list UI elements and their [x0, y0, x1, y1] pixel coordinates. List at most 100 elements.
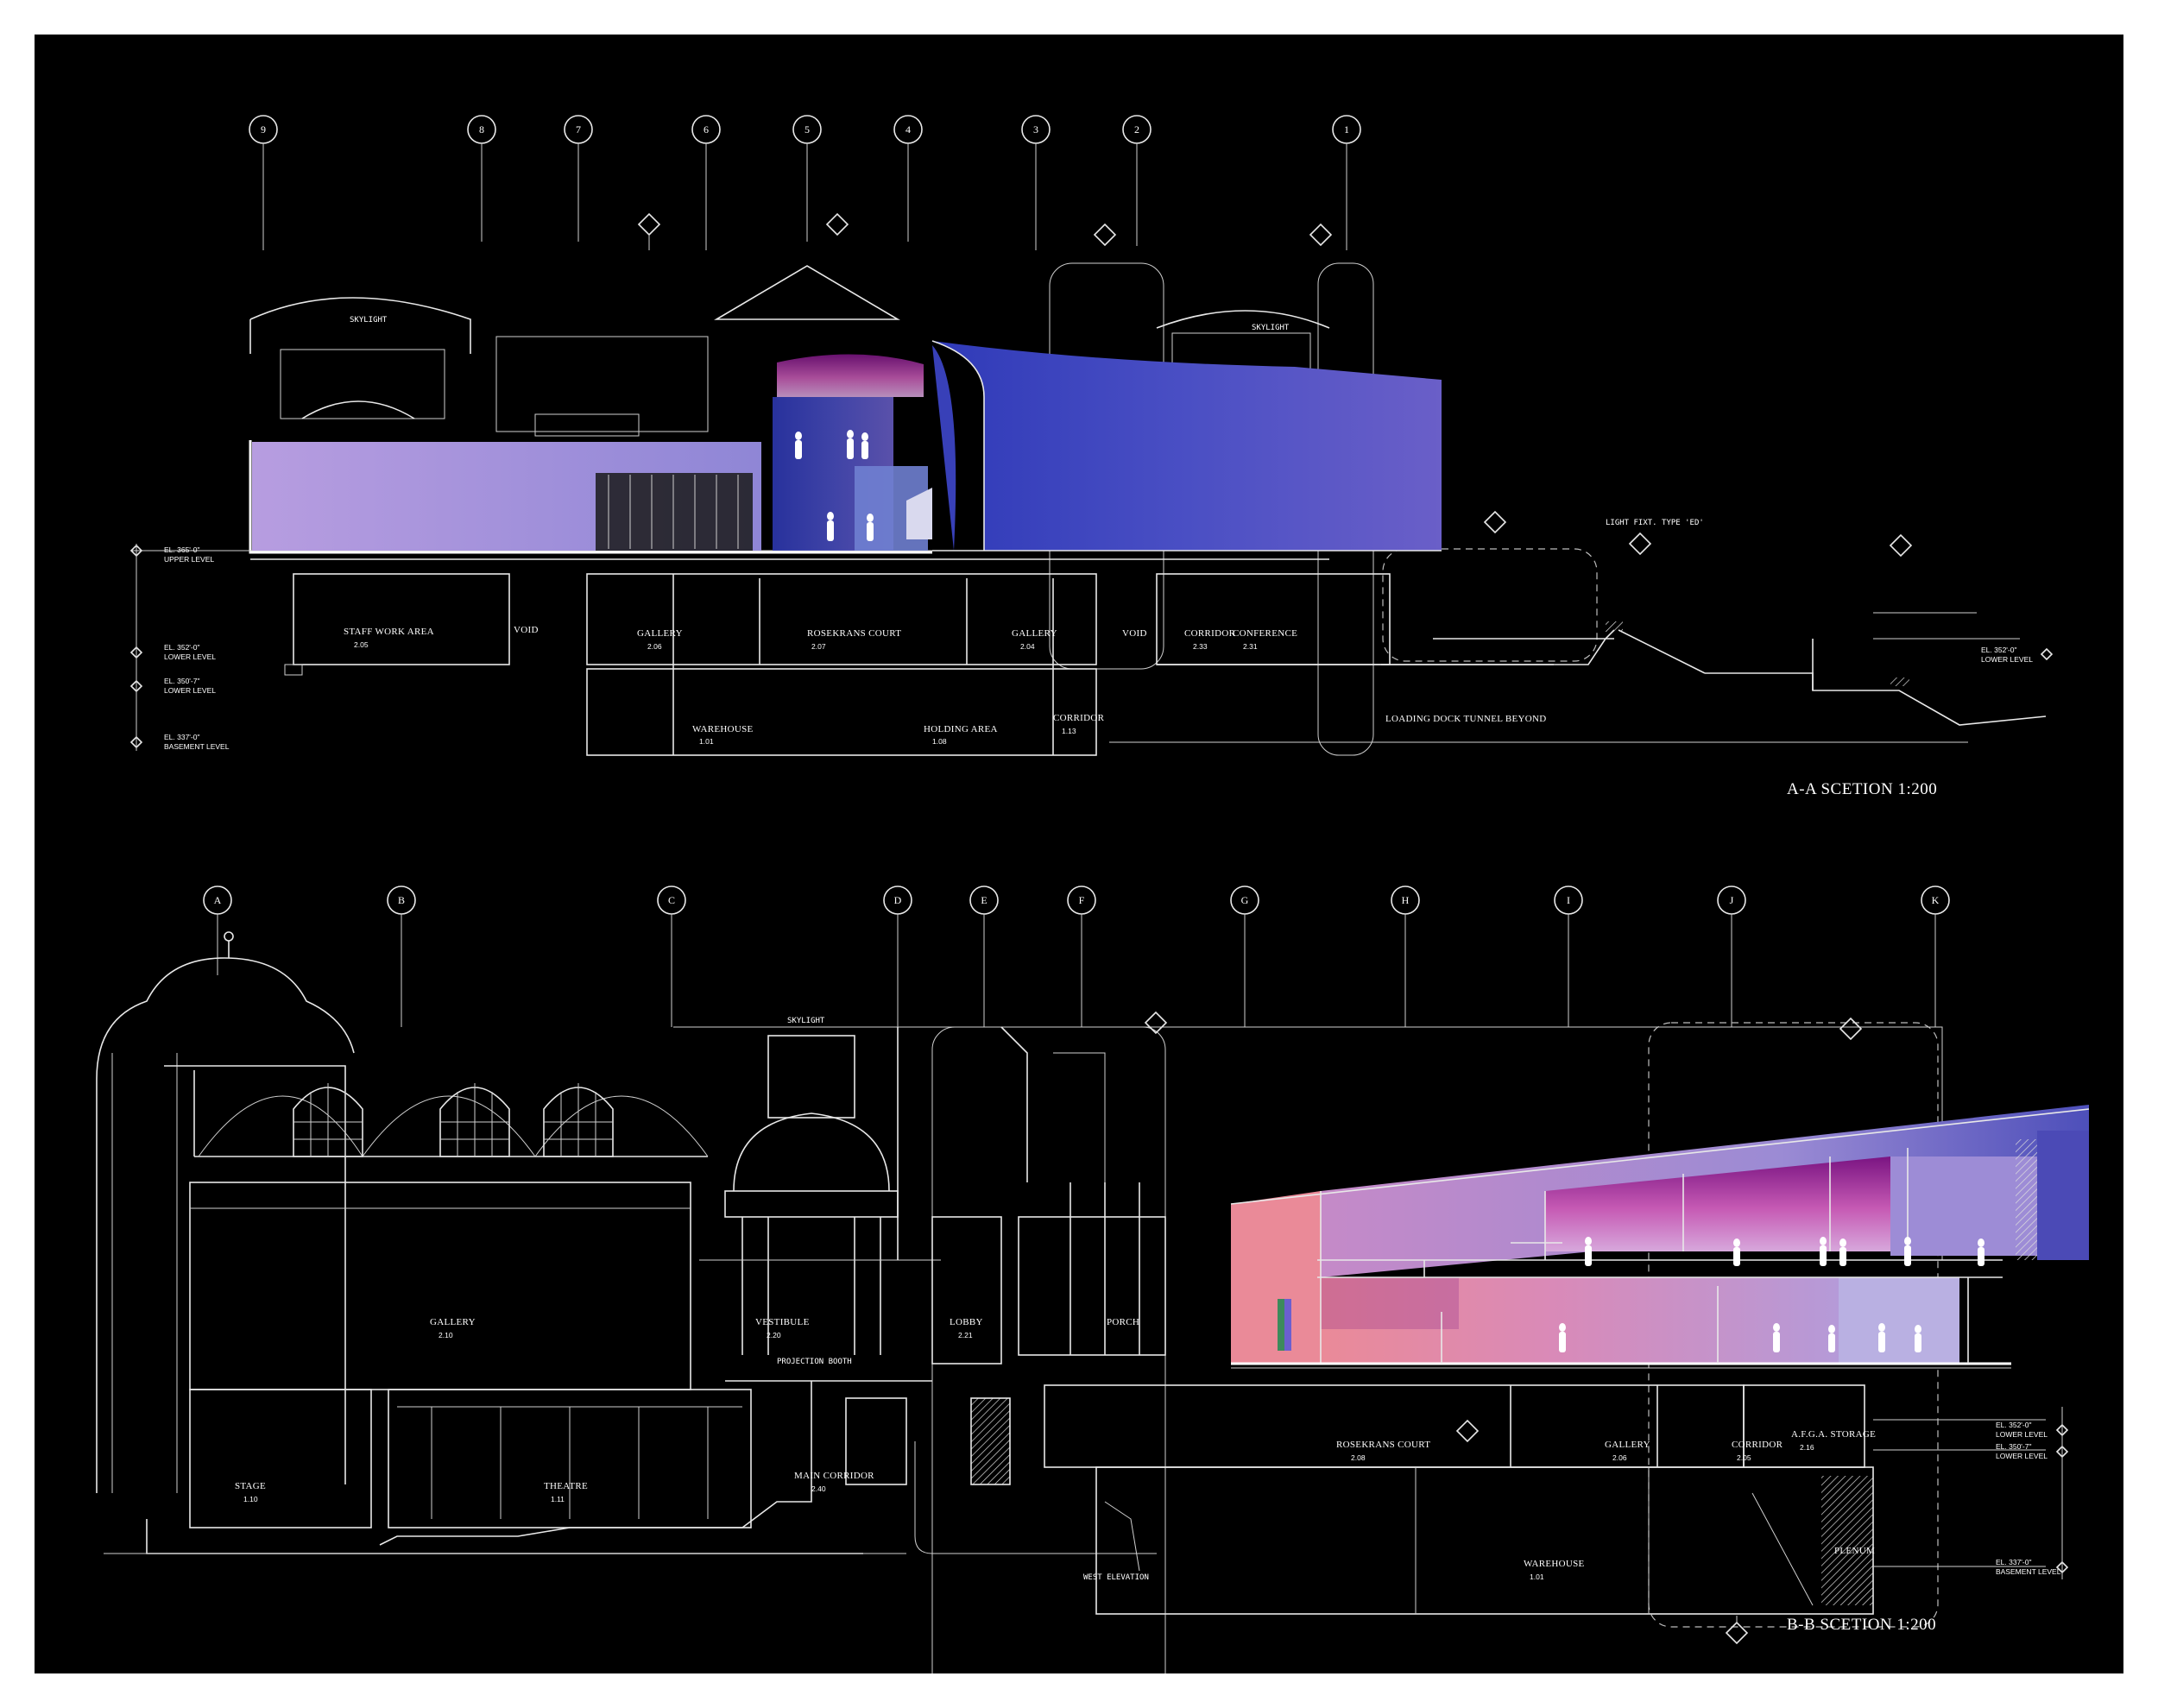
- svg-text:BASEMENT LEVEL: BASEMENT LEVEL: [1996, 1567, 2061, 1576]
- grid-marker: 9: [249, 115, 278, 250]
- svg-text:7: 7: [576, 123, 581, 136]
- upper-slab: [249, 440, 932, 554]
- svg-text:SKYLIGHT: SKYLIGHT: [787, 1017, 825, 1025]
- svg-text:2.06: 2.06: [647, 642, 662, 651]
- svg-text:6: 6: [704, 123, 709, 136]
- grid-marker: A: [203, 886, 232, 975]
- svg-text:EL. 350'-7": EL. 350'-7": [164, 677, 200, 685]
- svg-text:9: 9: [261, 123, 266, 136]
- svg-text:UPPER LEVEL: UPPER LEVEL: [164, 555, 214, 564]
- svg-text:5: 5: [805, 123, 810, 136]
- room-label: GALLERY: [1605, 1440, 1650, 1450]
- grid-marker: 5: [792, 115, 822, 242]
- grid-marker: E: [969, 886, 999, 1027]
- room-label: WAREHOUSE: [1524, 1559, 1585, 1569]
- svg-text:G: G: [1241, 894, 1249, 906]
- grid-marker: J: [1717, 886, 1746, 1027]
- section-caption: A-A SCETION 1:200: [1787, 780, 1937, 798]
- room-label: STAGE: [235, 1481, 266, 1491]
- svg-text:1.10: 1.10: [243, 1495, 258, 1503]
- svg-text:EL. 350'-7": EL. 350'-7": [1996, 1442, 2032, 1451]
- svg-text:PROJECTION BOOTH: PROJECTION BOOTH: [777, 1358, 852, 1366]
- dome-building: [96, 931, 709, 1493]
- grid-marker: 2: [1122, 115, 1152, 246]
- svg-text:EL. 337'-0": EL. 337'-0": [164, 733, 200, 741]
- drawing-sheet: 9 8 7 6 5 4 3 2 1: [35, 35, 2123, 1673]
- room-label: STAFF WORK AREA: [344, 627, 434, 637]
- svg-text:EL. 352'-0": EL. 352'-0": [1981, 646, 2017, 654]
- svg-text:WEST ELEVATION: WEST ELEVATION: [1083, 1573, 1149, 1582]
- section-tags-a: [637, 212, 1913, 558]
- svg-text:A: A: [214, 894, 222, 906]
- svg-text:8: 8: [479, 123, 484, 136]
- human-silhouettes: [795, 430, 874, 541]
- lower-structure-a: [284, 573, 2047, 756]
- svg-text:2.08: 2.08: [1351, 1453, 1366, 1462]
- svg-text:2: 2: [1134, 123, 1139, 136]
- grid-marker: F: [1067, 886, 1096, 1027]
- svg-text:1.13: 1.13: [1062, 727, 1076, 735]
- lower-structure-b: [1044, 1384, 2046, 1615]
- section-drawings: 9 8 7 6 5 4 3 2 1: [96, 115, 2090, 1673]
- room-label: GALLERY: [430, 1317, 476, 1327]
- grid-marker: D: [883, 886, 912, 1027]
- svg-text:SKYLIGHT: SKYLIGHT: [350, 316, 388, 325]
- room-label: CORRIDOR: [1732, 1440, 1783, 1450]
- grid-marker: 3: [1021, 115, 1051, 250]
- svg-text:1: 1: [1344, 123, 1349, 136]
- grid-marker: G: [1230, 886, 1259, 1027]
- room-label: PORCH: [1107, 1317, 1139, 1327]
- svg-text:2.20: 2.20: [767, 1331, 781, 1339]
- svg-text:LOWER LEVEL: LOWER LEVEL: [1981, 655, 2033, 664]
- svg-text:I: I: [1567, 894, 1570, 906]
- section-a-a: 9 8 7 6 5 4 3 2 1: [129, 115, 2054, 798]
- room-label: GALLERY: [637, 628, 683, 639]
- room-label: THEATRE: [544, 1481, 588, 1491]
- svg-text:LOWER LEVEL: LOWER LEVEL: [1996, 1430, 2048, 1439]
- room-label: VOID: [514, 625, 539, 635]
- grid-marker: 6: [691, 115, 721, 250]
- svg-text:J: J: [1730, 894, 1734, 906]
- level-markers-a: EL. 365'-0" UPPER LEVEL EL. 352'-0" LOWE…: [129, 544, 2054, 751]
- grid-marker: 4: [893, 115, 923, 242]
- svg-text:B: B: [398, 894, 405, 906]
- svg-text:LIGHT FIXT. TYPE 'ED': LIGHT FIXT. TYPE 'ED': [1606, 519, 1704, 527]
- room-label: HOLDING AREA: [924, 724, 998, 734]
- room-labels-b: GALLERY 2.10 VESTIBULE 2.20 LOBBY 2.21 P…: [235, 1317, 1876, 1581]
- svg-text:1.11: 1.11: [551, 1495, 565, 1503]
- svg-text:F: F: [1079, 894, 1085, 906]
- room-labels-a: STAFF WORK AREA 2.05 VOID GALLERY 2.06 R…: [344, 625, 1547, 746]
- room-label: LOBBY: [950, 1317, 983, 1327]
- gallery-block: [104, 1182, 906, 1554]
- human-silhouettes: [1559, 1237, 1984, 1352]
- central-pavilion: [699, 1026, 1166, 1485]
- svg-text:LOWER LEVEL: LOWER LEVEL: [164, 652, 216, 661]
- room-label: LOADING DOCK TUNNEL BEYOND: [1385, 714, 1547, 724]
- svg-text:LOWER LEVEL: LOWER LEVEL: [164, 686, 216, 695]
- new-wing-lines: [1230, 1108, 2090, 1369]
- room-label: MAIN CORRIDOR: [794, 1471, 874, 1481]
- svg-text:2.21: 2.21: [958, 1331, 973, 1339]
- roof-vault: [249, 297, 471, 354]
- svg-text:2.33: 2.33: [1193, 642, 1208, 651]
- grid-marker: 8: [467, 115, 496, 242]
- room-label: CONFERENCE: [1233, 628, 1297, 639]
- room-label: VESTIBULE: [755, 1317, 810, 1327]
- blue-volume: [932, 341, 1442, 551]
- grid-marker: 7: [564, 115, 593, 242]
- svg-text:LOWER LEVEL: LOWER LEVEL: [1996, 1452, 2048, 1460]
- grid-marker: C: [657, 886, 686, 1027]
- svg-text:SKYLIGHT: SKYLIGHT: [1252, 324, 1290, 332]
- svg-text:1.08: 1.08: [932, 737, 947, 746]
- outline-dashed: [1382, 548, 1598, 662]
- svg-text:1.01: 1.01: [1530, 1572, 1544, 1581]
- grid-marker: K: [1921, 886, 1950, 1027]
- svg-text:EL. 337'-0": EL. 337'-0": [1996, 1558, 2032, 1566]
- grid-marker: H: [1391, 886, 1420, 1027]
- room-label: VOID: [1122, 628, 1147, 639]
- svg-text:H: H: [1402, 894, 1410, 906]
- svg-text:2.05: 2.05: [354, 640, 369, 649]
- svg-text:EL. 352'-0": EL. 352'-0": [164, 643, 200, 652]
- svg-text:2.05: 2.05: [1737, 1453, 1751, 1462]
- room-label: A.F.G.A. STORAGE: [1791, 1429, 1876, 1440]
